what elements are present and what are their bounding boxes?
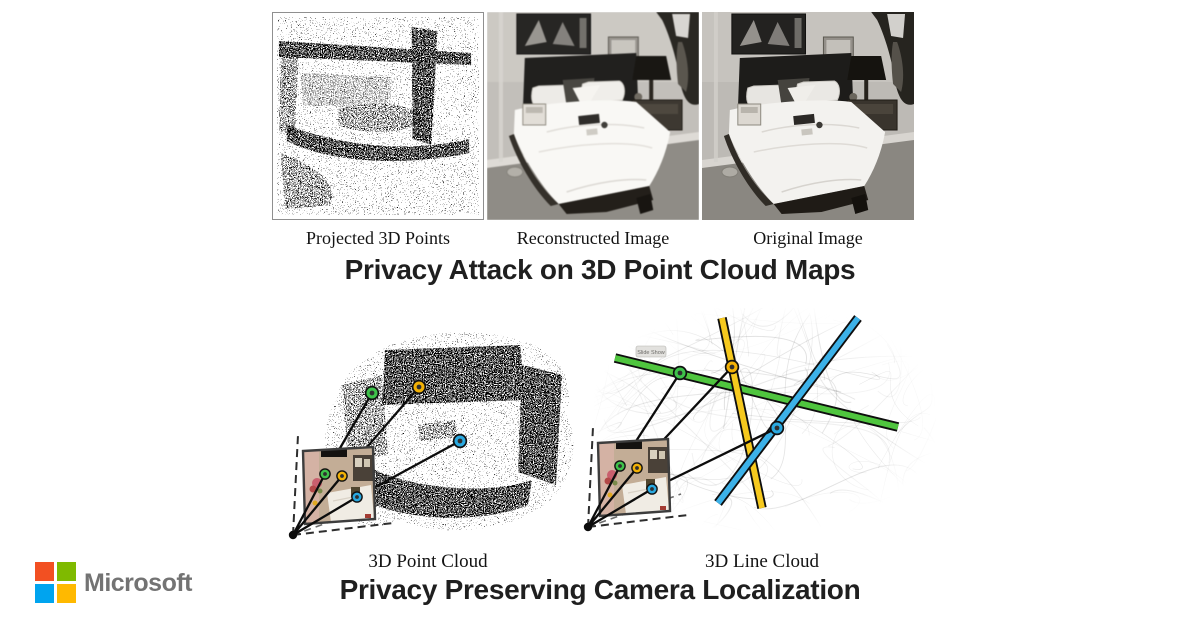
yellow-ring-marker-icon <box>411 379 427 395</box>
caption-3d-point-cloud: 3D Point Cloud <box>368 551 488 572</box>
top-figure-title: Privacy Attack on 3D Point Cloud Maps <box>344 254 856 285</box>
caption-reconstructed-image: Reconstructed Image <box>516 228 670 248</box>
green-ring-marker-icon <box>672 365 688 381</box>
yellow-ring-marker-icon <box>724 359 740 375</box>
panel-projected-3d-points <box>272 12 484 220</box>
microsoft-logo: Microsoft <box>35 562 194 603</box>
top-figure-triptych <box>272 12 914 220</box>
yellow-3d-line <box>717 317 767 509</box>
top-figure-captions: Projected 3D Points Reconstructed Image … <box>272 228 914 249</box>
panel-reconstructed-image <box>487 12 699 220</box>
blue-3d-line <box>714 315 862 506</box>
slide-show-label: Slide Show <box>637 350 665 356</box>
point-cloud-illustration <box>289 332 574 543</box>
caption-original-image: Original Image <box>753 228 863 248</box>
point-speckle-render <box>273 13 483 219</box>
caption-3d-line-cloud: 3D Line Cloud <box>705 551 819 572</box>
bottom-figure-illustrations: Slide Show <box>270 308 936 555</box>
blue-ring-marker-icon <box>452 433 468 449</box>
green-ring-marker-icon <box>364 385 380 401</box>
microsoft-wordmark: Microsoft <box>84 569 193 597</box>
microsoft-four-squares-icon <box>35 562 76 603</box>
blue-ring-marker-icon <box>769 420 785 436</box>
slide-show-chip: Slide Show <box>635 345 667 358</box>
bottom-figure-title: Privacy Preserving Camera Localization <box>339 574 861 605</box>
caption-projected-3d-points: Projected 3D Points <box>306 228 450 248</box>
green-3d-line <box>613 353 900 432</box>
panel-original-image <box>702 12 914 220</box>
